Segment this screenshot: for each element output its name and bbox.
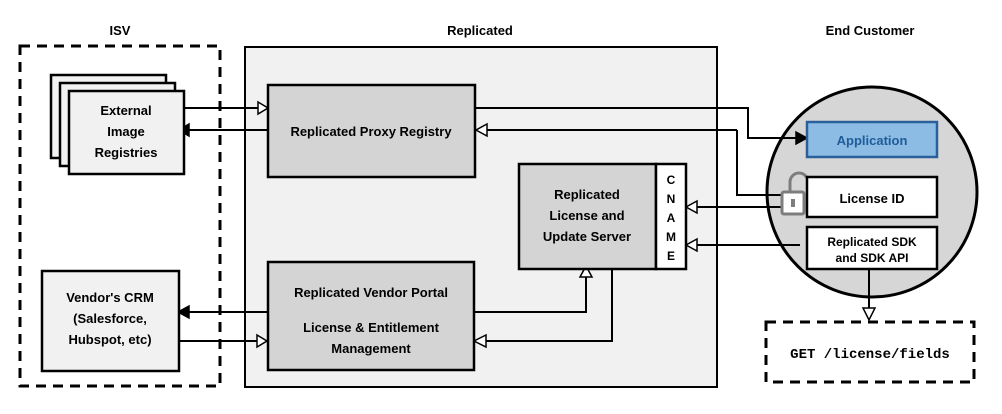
box-replicated-vendor-portal[interactable]: Replicated Vendor Portal License & Entit… — [266, 260, 476, 372]
box-external-image-registries[interactable]: External Image Registries — [49, 73, 186, 176]
arrowhead-portal-to-license-server — [578, 264, 594, 278]
cname-letter-m: M — [666, 230, 676, 244]
crm-label-2: (Salesforce, — [73, 311, 147, 326]
conn-customer-to-proxy — [736, 130, 790, 196]
connection-lines — [176, 100, 877, 349]
box-api-call[interactable]: GET /license/fields — [764, 320, 976, 384]
arrowhead-license-server-to-portal — [472, 333, 487, 349]
arrowhead-registries-to-proxy — [257, 100, 270, 116]
box-application[interactable]: Application — [805, 120, 939, 159]
group-title-replicated: Replicated — [447, 23, 513, 38]
arrowhead-sdk-to-api-call — [861, 307, 877, 322]
registries-label-1: External — [100, 103, 151, 118]
conn-license-server-to-portal — [486, 270, 613, 342]
vendor-portal-label-1: Replicated Vendor Portal — [294, 285, 448, 300]
arrowhead-licenseid-to-cname — [684, 199, 698, 215]
vendor-portal-label-3: License & Entitlement — [303, 320, 439, 335]
license-server-label-3: Update Server — [543, 229, 631, 244]
box-replicated-proxy-registry[interactable]: Replicated Proxy Registry — [266, 83, 477, 179]
cname-letter-n: N — [667, 192, 676, 206]
cname-letter-a: A — [667, 211, 676, 225]
api-call-label: GET /license/fields — [790, 347, 950, 363]
box-replicated-sdk[interactable]: Replicated SDK and SDK API — [805, 225, 939, 271]
vendor-portal-label-4: Management — [331, 341, 411, 356]
box-license-id[interactable]: License ID — [805, 175, 939, 219]
crm-label-3: Hubspot, etc) — [68, 332, 151, 347]
box-replicated-license-update-server[interactable]: Replicated License and Update Server — [517, 162, 658, 271]
application-label: Application — [837, 133, 908, 148]
box-cname[interactable]: C N A M E — [654, 162, 688, 271]
proxy-registry-label: Replicated Proxy Registry — [290, 124, 452, 139]
conn-proxy-to-application — [476, 107, 796, 139]
sdk-label-2: and SDK API — [836, 251, 909, 265]
license-server-label-2: License and — [549, 208, 624, 223]
cname-letter-c: C — [667, 173, 676, 187]
isv-container — [18, 44, 222, 388]
group-title-end-customer: End Customer — [826, 23, 915, 38]
arrowhead-crm-to-portal — [256, 333, 269, 349]
arrowhead-customer-to-proxy — [474, 122, 488, 138]
registries-label-3: Registries — [95, 145, 158, 160]
arrowhead-sdk-to-cname — [684, 237, 698, 253]
crm-label-1: Vendor's CRM — [66, 290, 154, 305]
license-server-label-1: Replicated — [554, 187, 620, 202]
arrowhead-proxy-to-application — [795, 130, 809, 146]
conn-portal-to-license-server — [474, 277, 587, 313]
group-title-isv: ISV — [110, 23, 131, 38]
sdk-label-1: Replicated SDK — [827, 235, 917, 249]
license-id-label: License ID — [839, 191, 904, 206]
arrowhead-portal-to-crm — [176, 304, 190, 320]
cname-letter-e: E — [667, 249, 675, 263]
registries-label-2: Image — [107, 124, 145, 139]
box-vendors-crm[interactable]: Vendor's CRM (Salesforce, Hubspot, etc) — [40, 269, 181, 373]
